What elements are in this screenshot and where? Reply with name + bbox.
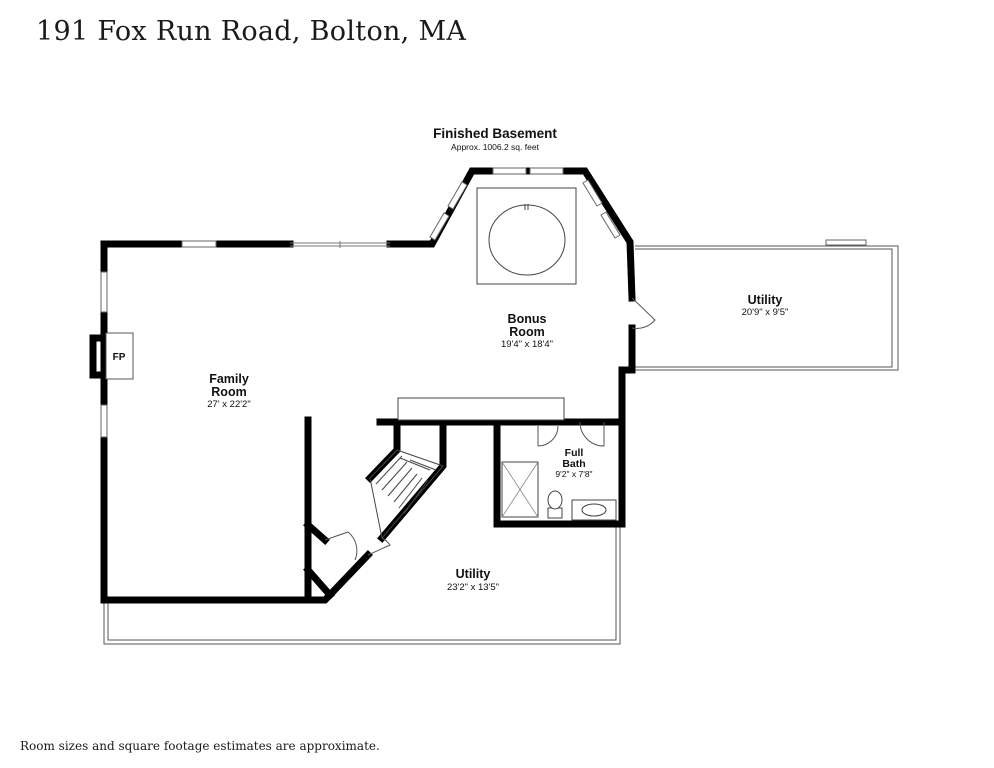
family-room-name-2: Room (211, 385, 246, 399)
utility-east-dims: 20'9" x 9'5" (742, 307, 789, 318)
full-bath-name-2: Bath (562, 458, 585, 470)
listing-address-title: 191 Fox Run Road, Bolton, MA (36, 16, 467, 47)
full-bath-dims: 9'2" x 7'8" (555, 469, 592, 479)
full-bath-name-1: Full (565, 447, 584, 459)
family-room-name-1: Family (209, 372, 249, 386)
utility-south-outline (103, 526, 621, 645)
utility-east-outline (635, 245, 899, 371)
windows (100, 167, 867, 438)
room-label-utility-south: Utility 23'2" x 13'5" (447, 567, 499, 593)
bonus-room-dims: 19'4" x 18'4" (501, 339, 553, 350)
utility-east-name: Utility (748, 293, 783, 307)
bonus-room-name-1: Bonus (508, 312, 547, 326)
room-label-full-bath: Full Bath 9'2" x 7'8" (555, 447, 592, 479)
room-label-family: Family Room 27' x 22'2" (207, 372, 250, 410)
room-label-utility-east: Utility 20'9" x 9'5" (742, 293, 789, 318)
room-label-bonus: Bonus Room 19'4" x 18'4" (501, 312, 553, 350)
family-room-dims: 27' x 22'2" (207, 399, 250, 410)
floor-plan-title: Finished Basement (433, 126, 557, 141)
utility-south-name: Utility (456, 567, 491, 581)
stairs (369, 449, 444, 540)
utility-south-dims: 23'2" x 13'5" (447, 582, 499, 593)
disclaimer-text: Room sizes and square footage estimates … (20, 739, 380, 753)
floor-area: Approx. 1006.2 sq. feet (451, 142, 540, 152)
counter (397, 397, 565, 421)
fireplace-label: FP (113, 352, 126, 363)
bath-fixtures (501, 461, 617, 521)
bonus-room-name-2: Room (509, 325, 544, 339)
sliding-door (290, 241, 390, 248)
bonus-room-fixture (476, 187, 577, 285)
fireplace: FP (89, 332, 134, 380)
